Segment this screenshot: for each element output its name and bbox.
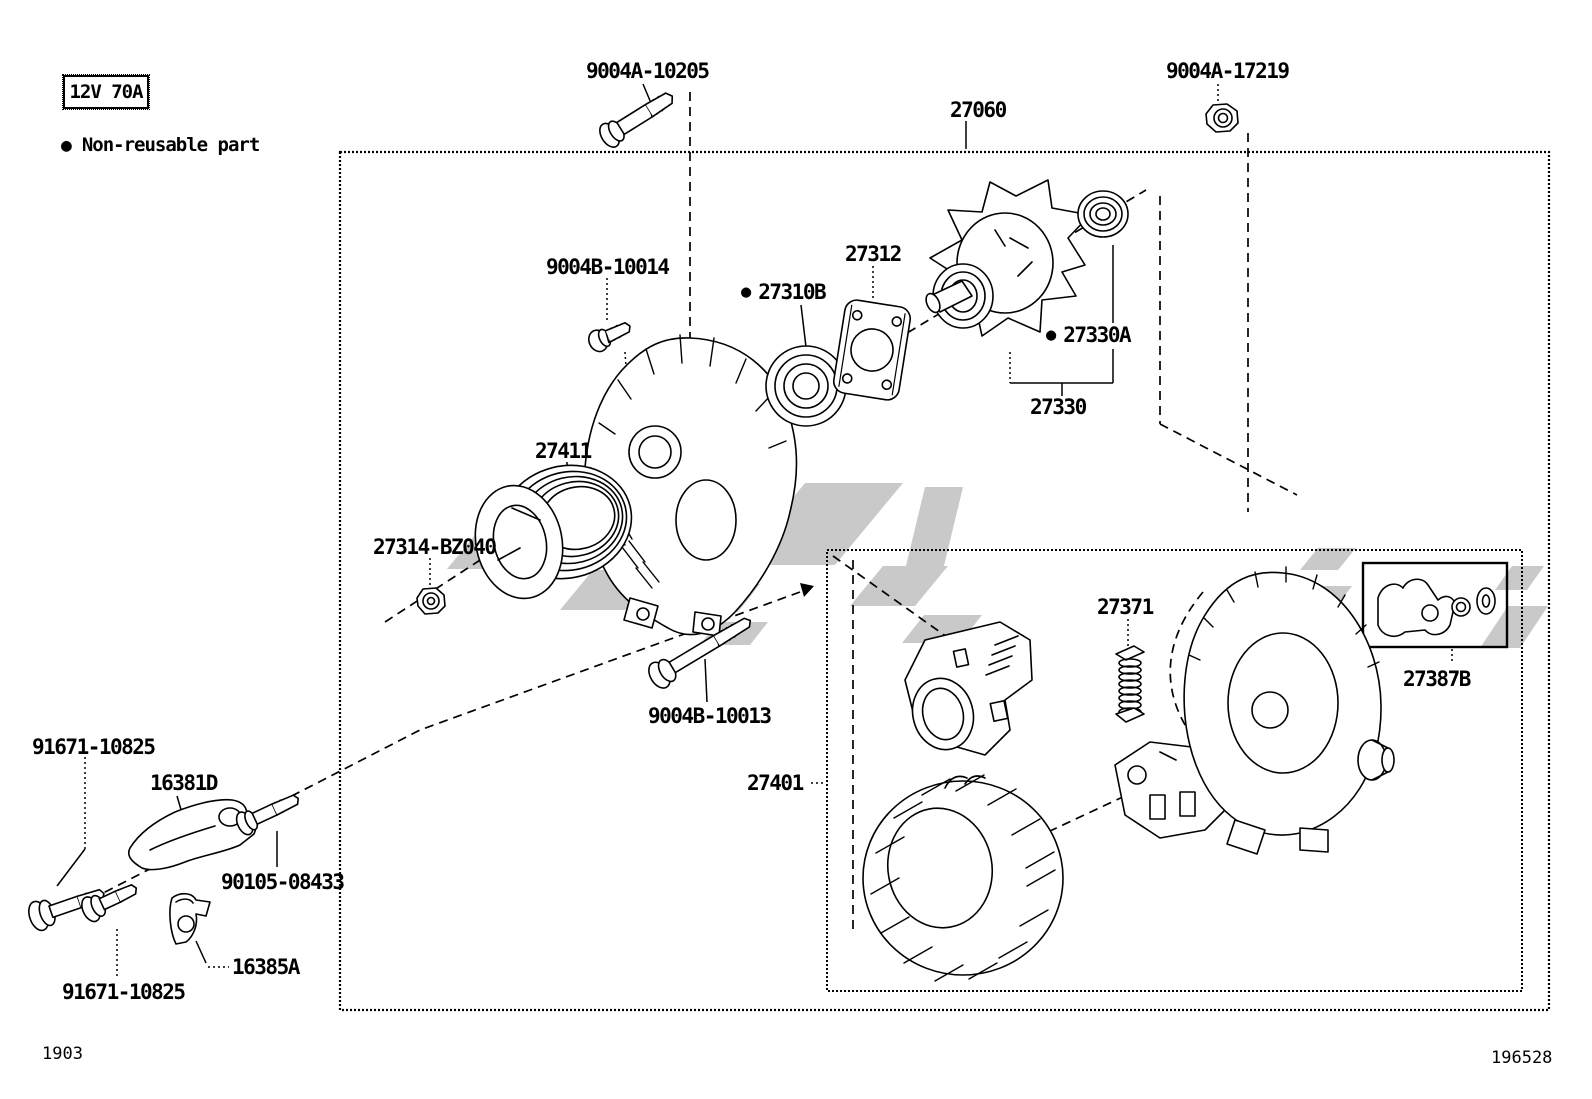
pulley-27411-drawing: [474, 464, 633, 600]
non-reusable-bullet-icon: ●: [1046, 325, 1057, 345]
part-label-16381d[interactable]: 16381D: [150, 771, 218, 795]
part-label-27312[interactable]: 27312: [845, 242, 902, 266]
part-label-27314-bz040[interactable]: 27314-BZ040: [373, 535, 497, 559]
nut-27314-bz040-drawing: [416, 587, 446, 615]
rear-housing-drawing: [1183, 566, 1395, 855]
page-code: 1903: [42, 1044, 83, 1064]
part-label-27330a[interactable]: ● 27330A: [1046, 323, 1132, 347]
spring-27371-drawing: [1115, 645, 1145, 723]
slip-ring-27330a-drawing: [1077, 190, 1129, 238]
part-label-16385a[interactable]: 16385A: [232, 955, 300, 979]
rotor-drawing: [925, 179, 1091, 337]
part-label-27371[interactable]: 27371: [1097, 595, 1154, 619]
part-label-91671-10825-upper[interactable]: 91671-10825: [32, 735, 156, 759]
rectifier-drawing: [904, 621, 1033, 756]
retainer-plate-27312-drawing: [832, 299, 912, 401]
outer-figure-box: [338, 150, 1551, 1012]
figure-code: 196528: [1491, 1048, 1553, 1068]
part-label-91671-10825-lower[interactable]: 91671-10825: [62, 980, 186, 1004]
part-label-9004b-10014[interactable]: 9004B-10014: [546, 255, 670, 279]
sub-box-27387b: [1361, 561, 1509, 649]
non-reusable-bullet-icon: ●: [741, 282, 752, 302]
part-label-27401[interactable]: 27401: [747, 771, 804, 795]
part-label-90105-08433[interactable]: 90105-08433: [221, 870, 345, 894]
axis-arrowhead: [800, 583, 814, 597]
brush-kit-27387b-drawing: [1377, 578, 1496, 637]
screw-9004b-10014-drawing: [587, 321, 631, 353]
stay-16385a-drawing: [169, 892, 211, 945]
bolt-9004a-10205-drawing: [599, 92, 674, 148]
part-label-27060[interactable]: 27060: [950, 98, 1007, 122]
part-label-9004b-10013[interactable]: 9004B-10013: [648, 704, 772, 728]
part-label-27387b[interactable]: 27387B: [1403, 667, 1471, 691]
part-label-9004a-10205[interactable]: 9004A-10205: [586, 59, 710, 83]
nut-9004a-17219-drawing: [1205, 103, 1239, 133]
bracket-16381d-drawing: [127, 798, 257, 871]
non-reusable-legend: ● Non-reusable part: [61, 134, 260, 156]
part-label-27310b[interactable]: ● 27310B: [741, 280, 827, 304]
stator-drawing: [862, 774, 1064, 982]
part-label-27330[interactable]: 27330: [1030, 395, 1087, 419]
non-reusable-bullet-icon: ●: [61, 134, 72, 156]
part-label-27411[interactable]: 27411: [535, 439, 592, 463]
bolt-90105-08433-drawing: [235, 794, 300, 836]
bolt-9004b-10013-drawing: [648, 617, 752, 689]
bolt-91671-10825-b-drawing: [81, 884, 138, 923]
part-label-9004a-17219[interactable]: 9004A-17219: [1166, 59, 1290, 83]
spec-rating-box: 12V 70A: [62, 74, 150, 110]
non-reusable-legend-text: Non-reusable part: [81, 134, 260, 156]
leader-lines-dotted: [84, 84, 1453, 979]
